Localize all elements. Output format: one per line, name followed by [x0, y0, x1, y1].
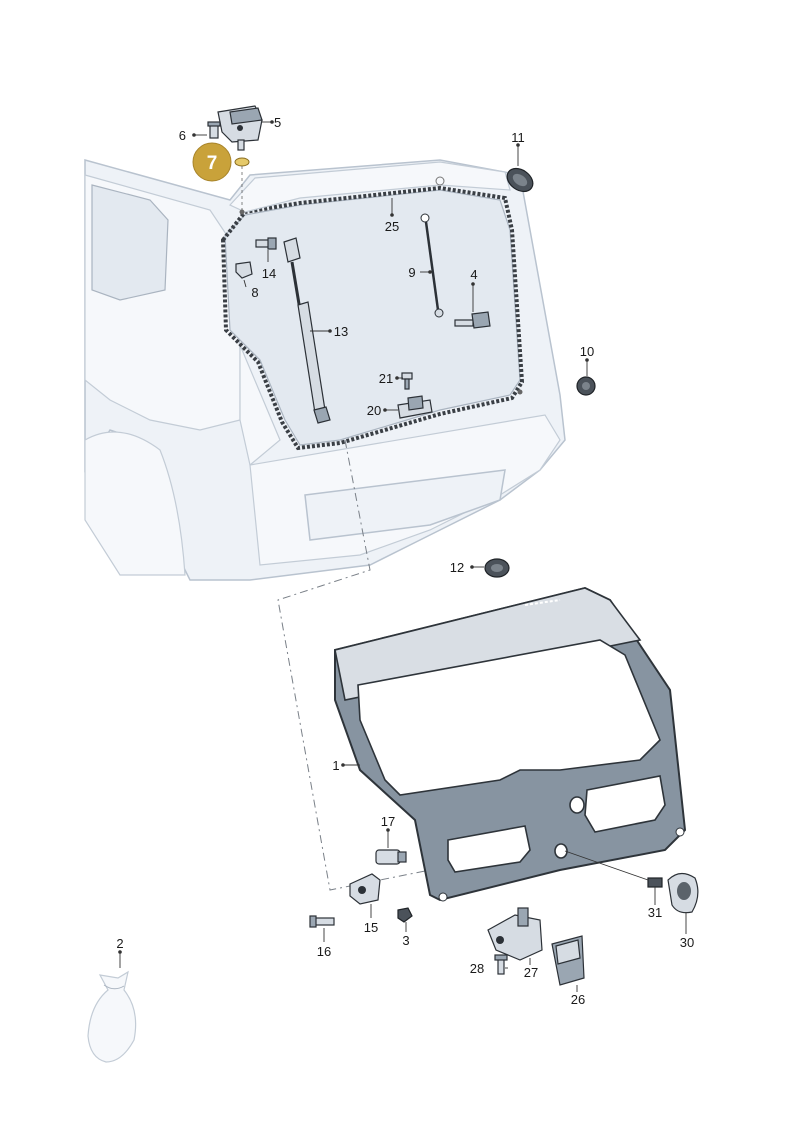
buffer-part-12	[484, 558, 510, 578]
screw-part-31	[647, 877, 663, 888]
assembly-line	[277, 439, 431, 891]
label-part-13: 13	[334, 324, 348, 339]
leader-dots	[118, 120, 589, 954]
bracket-part-15	[349, 873, 381, 905]
switch-part-17	[375, 849, 407, 865]
tailgate-panel	[334, 586, 687, 902]
car-rear-body	[84, 159, 566, 581]
label-part-4: 4	[470, 267, 477, 282]
screw-part-21	[401, 372, 413, 390]
screw-part-14	[255, 237, 277, 250]
label-part-20: 20	[367, 403, 381, 418]
label-part-21: 21	[379, 371, 393, 386]
grommet-part-30	[667, 872, 699, 914]
label-part-11: 11	[511, 130, 525, 145]
label-part-2: 2	[116, 936, 123, 951]
bolt-part-16	[309, 915, 335, 928]
label-part-12: 12	[450, 560, 464, 575]
label-part-26: 26	[571, 992, 585, 1007]
callout-number: 7	[207, 153, 218, 174]
bag-part-2	[87, 970, 137, 1063]
rod-part-9	[420, 213, 444, 318]
label-part-1: 1	[332, 758, 339, 773]
nut-part-3	[397, 907, 413, 923]
grommet-part-11	[506, 167, 534, 193]
label-part-27: 27	[524, 965, 538, 980]
label-part-30: 30	[680, 935, 694, 950]
part-labels: 6 5 11 25 14 8 9 4 13 10 21 20 12 1 17 1…	[116, 115, 694, 1007]
label-part-8: 8	[251, 285, 258, 300]
label-part-6: 6	[179, 128, 186, 143]
hinge-part-5	[217, 105, 263, 143]
washer-part-7	[234, 139, 250, 210]
callout-part-7[interactable]: 7	[192, 142, 232, 182]
striker-part-20	[397, 395, 433, 419]
bump-stop-part-4	[454, 311, 491, 329]
label-part-15: 15	[364, 920, 378, 935]
label-part-31: 31	[648, 905, 662, 920]
cover-part-26	[551, 935, 585, 986]
label-part-16: 16	[317, 944, 331, 959]
gas-strut-part-13	[283, 237, 331, 424]
leader-lines	[119, 121, 687, 992]
grommet-part-10	[576, 376, 596, 396]
label-part-17: 17	[381, 814, 395, 829]
bolt-part-28	[494, 954, 508, 975]
lock-part-27	[487, 907, 543, 961]
label-part-5: 5	[274, 115, 281, 130]
label-part-10: 10	[580, 344, 594, 359]
label-part-25: 25	[385, 219, 399, 234]
label-part-14: 14	[262, 266, 276, 281]
label-part-9: 9	[408, 265, 415, 280]
label-part-28: 28	[470, 961, 484, 976]
bolt-part-6	[207, 121, 221, 139]
label-part-3: 3	[402, 933, 409, 948]
clip-part-8	[235, 261, 253, 279]
